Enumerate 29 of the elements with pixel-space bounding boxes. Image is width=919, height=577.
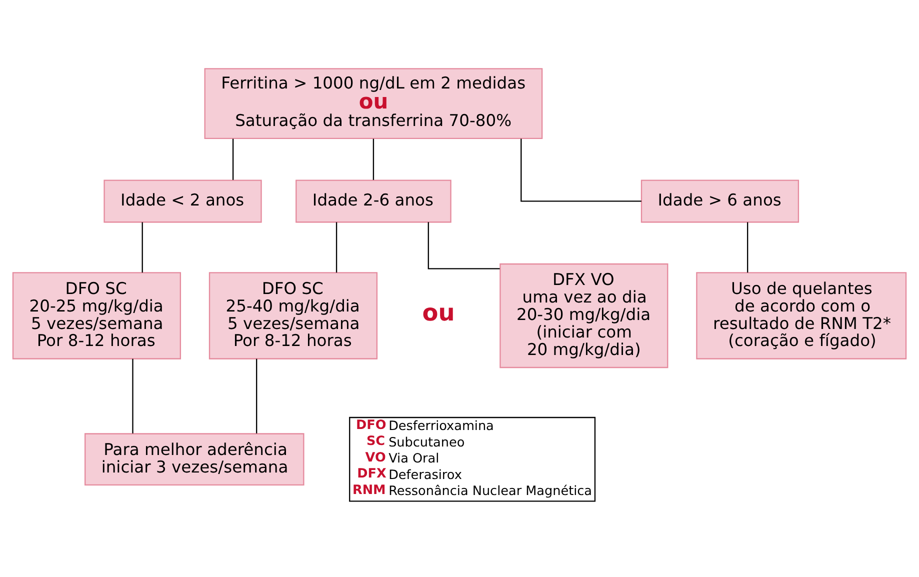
node-box: DFO SC 20-25 mg/kg/dia 5 vezes/semana Por 8-12 horas (12, 272, 182, 359)
label: SC (366, 434, 386, 449)
node-box: Para melhor aderência iniciar 3 vezes/semana (84, 432, 304, 486)
connector (372, 138, 374, 180)
label: Ressonância Nuclear Magnética (388, 484, 592, 499)
node-box: DFX VO uma vez ao dia 20-30 mg/kg/dia (iniciar com 20 mg/kg/dia) (500, 262, 668, 368)
label: Desferrioxamina (388, 418, 494, 434)
connector (428, 222, 500, 269)
connector (232, 138, 234, 180)
connector (132, 358, 134, 433)
label: Subcutaneo (388, 434, 465, 450)
label: VO (365, 450, 386, 465)
label: Via Oral (388, 451, 440, 466)
connector (256, 358, 258, 433)
node-box: Ferritina > 1000 ng/dL em 2 medidas ou Saturação da transferrina 70-80% (204, 68, 543, 138)
label: DFX (357, 466, 386, 482)
label: DFO (356, 417, 386, 432)
connector (336, 222, 338, 272)
label: RNM (352, 482, 386, 498)
label: ou (422, 298, 455, 326)
node-box: Idade > 6 anos (640, 179, 800, 222)
label: Deferasirox (388, 467, 462, 482)
node-box: Idade < 2 anos (104, 179, 262, 222)
connector (520, 138, 642, 202)
node-box: DFO SC 25-40 mg/kg/dia 5 vezes/semana Por 8-12 horas (208, 272, 378, 359)
node-box: Uso de quelantes de acordo com o resultado de RNM T2* (coração e fígado) (696, 272, 907, 359)
connector (747, 222, 748, 272)
connector (142, 222, 143, 272)
node-box: Idade 2-6 anos (296, 179, 452, 222)
